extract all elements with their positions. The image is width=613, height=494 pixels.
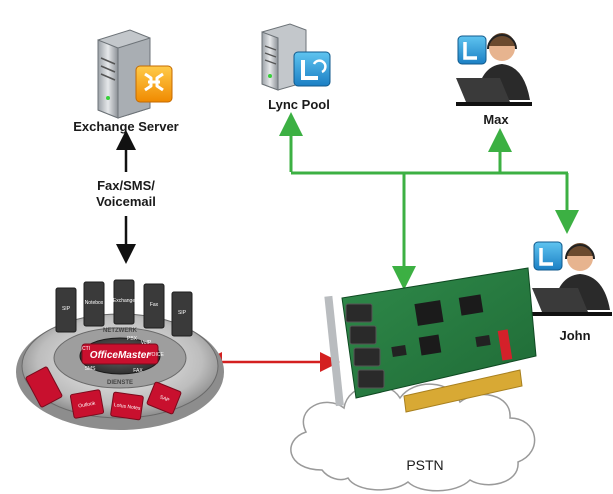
top-unit-label: Fax (150, 302, 159, 308)
inner-label: CTI (82, 346, 90, 352)
officemaster-brand: OfficeMaster (90, 350, 152, 361)
pstn-label: PSTN (406, 457, 443, 473)
top-unit-label: SIP (62, 306, 71, 312)
ring-bottom-label: DIENSTE (107, 380, 133, 386)
isdn-pci-card (324, 267, 537, 413)
fax-sms-label-line: Fax/SMS/ (97, 178, 155, 193)
gateway-top-units (55, 279, 193, 337)
john-user-icon (532, 241, 612, 316)
gateway-front-tiles (25, 366, 182, 421)
inner-label: FAX (133, 368, 143, 374)
exchange-server-label: Exchange Server (73, 119, 179, 134)
inner-label: VoIP (141, 340, 152, 346)
front-tile-label: SAP (159, 394, 171, 404)
exchange-server-icon (97, 29, 173, 119)
inner-label: PBX (127, 336, 138, 342)
top-unit-label: Exchange (113, 298, 135, 304)
officemaster-gateway (16, 279, 224, 430)
rj45-ports (345, 303, 385, 389)
front-tile-label: Lotus Notes (114, 402, 142, 412)
max-label: Max (483, 112, 509, 127)
max-user-icon (456, 33, 532, 106)
lync-pool-server-icon (261, 23, 331, 91)
top-unit-label: SIP (178, 310, 187, 316)
pstn-cloud (290, 383, 536, 492)
fax-sms-voicemail-label: Fax/SMS/ Voicemail (76, 178, 176, 210)
lync-pool-label: Lync Pool (268, 97, 330, 112)
front-tile-label: Outlook (78, 400, 97, 409)
lync-network-lines (279, 112, 579, 290)
top-unit-label: Notebox (85, 300, 104, 306)
john-label: John (559, 328, 590, 343)
ring-top-label: NETZWERK (103, 328, 138, 334)
voicemail-label-line: Voicemail (96, 194, 156, 209)
inner-label: VOICE (148, 352, 164, 358)
inner-label: SMS (85, 366, 97, 372)
